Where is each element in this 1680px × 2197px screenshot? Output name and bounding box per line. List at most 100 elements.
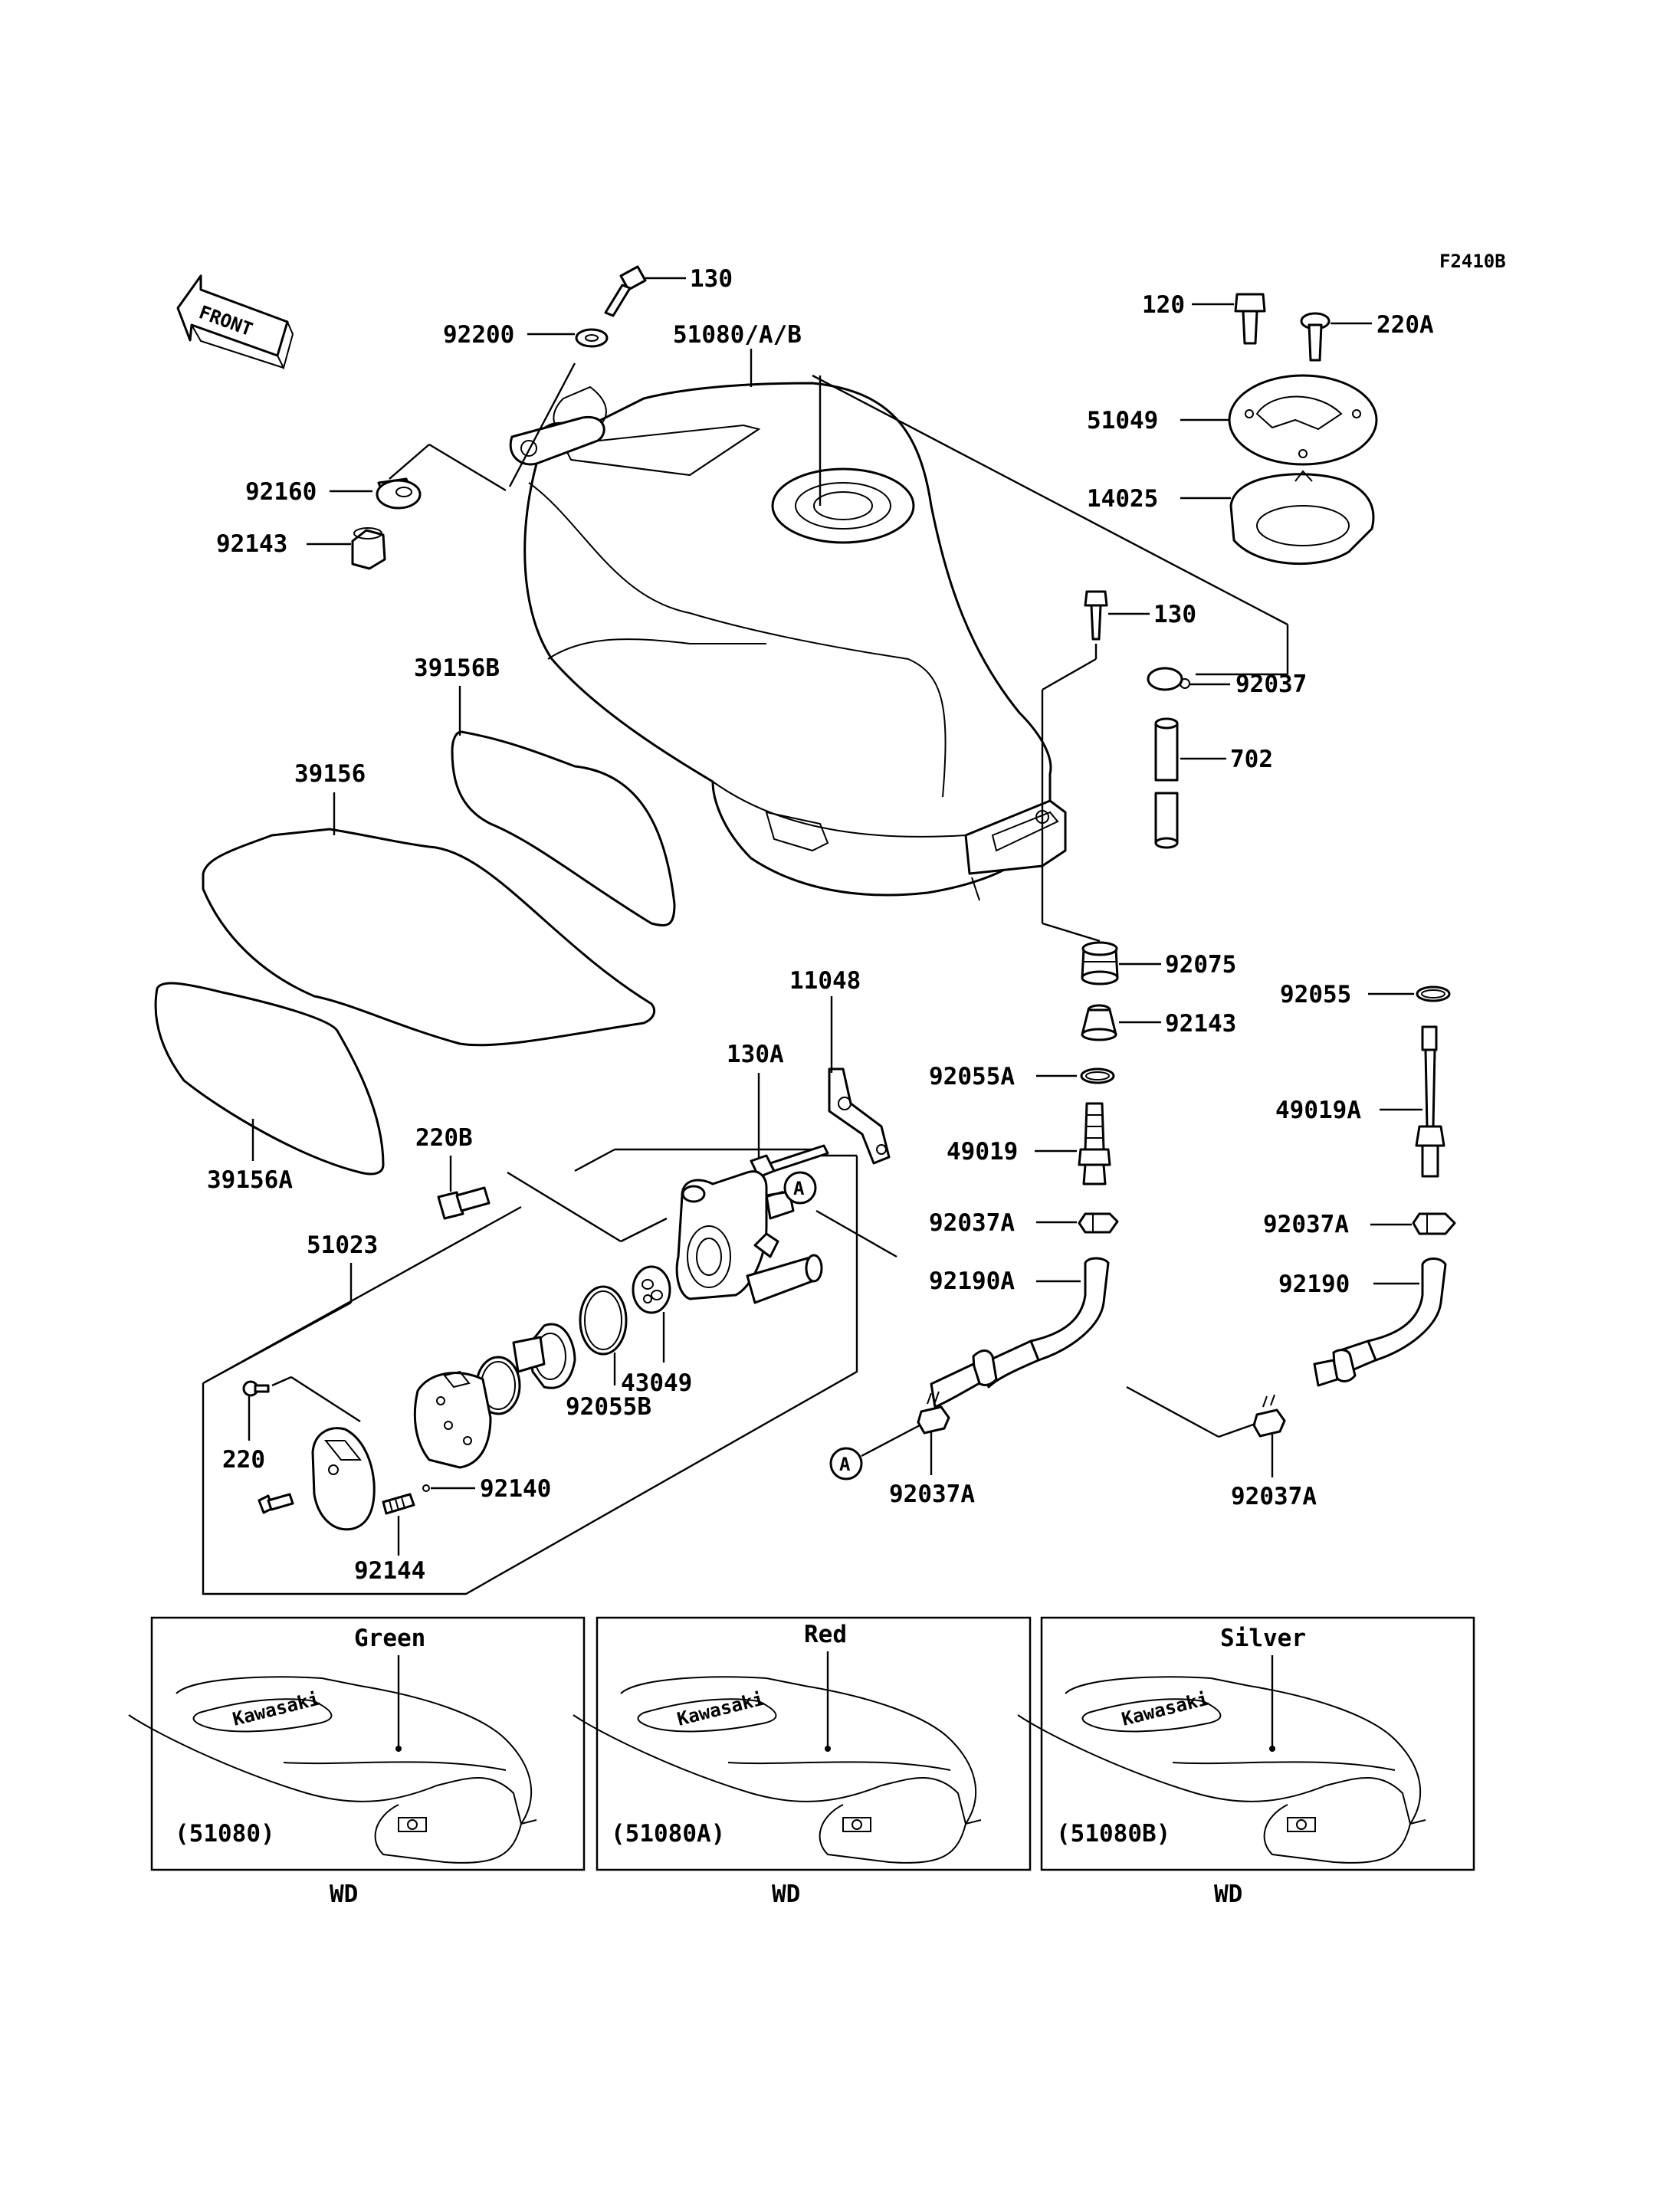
oring-92055B xyxy=(579,1285,628,1356)
label-43049: 43049 xyxy=(621,1369,692,1397)
label-92037: 92037 xyxy=(1235,671,1307,698)
tank-bracket xyxy=(509,415,605,466)
collar-92143-right xyxy=(1081,1004,1117,1041)
label-220B: 220B xyxy=(415,1124,473,1152)
label-92144: 92144 xyxy=(354,1557,425,1585)
grommet-92160 xyxy=(376,477,422,510)
screw-220B xyxy=(437,1186,491,1220)
label-130-top: 130 xyxy=(690,265,733,293)
assembly-frame-lower xyxy=(202,1192,858,1595)
label-92200: 92200 xyxy=(443,321,514,349)
label-92143-right: 92143 xyxy=(1165,1010,1236,1038)
label-92075: 92075 xyxy=(1165,951,1236,979)
label-702: 702 xyxy=(1230,746,1273,773)
label-220A: 220A xyxy=(1376,311,1434,339)
label-92140: 92140 xyxy=(480,1475,551,1503)
hose-92190 xyxy=(1313,1258,1447,1387)
label-11048: 11048 xyxy=(789,967,861,995)
fuel-cock-body xyxy=(675,1170,823,1304)
knob xyxy=(311,1427,376,1531)
oring-92037 xyxy=(1147,667,1190,691)
variant-1-suffix: WD xyxy=(330,1881,358,1908)
label-51023: 51023 xyxy=(307,1231,378,1259)
label-130A: 130A xyxy=(727,1041,784,1068)
label-92055A: 92055A xyxy=(929,1063,1015,1090)
label-92037A-2: 92037A xyxy=(1263,1211,1349,1238)
front-arrow-icon: FRONT xyxy=(176,274,294,370)
label-39156B: 39156B xyxy=(414,654,500,682)
variant-2-color: Red xyxy=(804,1621,847,1648)
label-220: 220 xyxy=(222,1446,265,1474)
label-49019A: 49019A xyxy=(1275,1097,1361,1124)
fuel-tank xyxy=(523,382,1067,901)
label-120: 120 xyxy=(1142,291,1185,319)
screw-lower xyxy=(258,1493,294,1514)
pipe-49019 xyxy=(1078,1102,1111,1185)
marker-A-upper-text: A xyxy=(793,1178,805,1199)
label-39156A: 39156A xyxy=(207,1166,293,1194)
variant-2-suffix: WD xyxy=(772,1881,800,1908)
spring-92144 xyxy=(382,1493,415,1515)
marker-A-lower-text: A xyxy=(839,1454,851,1475)
hose-92190A xyxy=(930,1257,1110,1408)
washer-92200 xyxy=(575,328,609,348)
marker-A-lower: A xyxy=(829,1447,863,1481)
variant-2-logo: Kawasaki xyxy=(675,1688,766,1730)
variant-1-color: Green xyxy=(354,1625,425,1652)
variant-3-code: (51080B) xyxy=(1056,1820,1170,1848)
variant-3-logo: Kawasaki xyxy=(1120,1688,1211,1730)
screw-220A xyxy=(1300,312,1331,362)
filter-assembly xyxy=(512,1323,576,1389)
label-49019: 49019 xyxy=(947,1138,1018,1166)
bracket-11048 xyxy=(828,1067,891,1165)
variant-box-1: Green Kawasaki (51080) xyxy=(128,1616,586,1871)
pad-39156A xyxy=(154,982,385,1176)
clamp-92037A-1 xyxy=(1078,1212,1119,1234)
pipe-49019A xyxy=(1415,1025,1445,1178)
clamp-92037A-4 xyxy=(1252,1394,1286,1438)
spring-92140 xyxy=(422,1484,430,1492)
variant-1-logo: Kawasaki xyxy=(231,1688,322,1730)
damper-92075 xyxy=(1081,941,1119,985)
label-39156: 39156 xyxy=(294,760,366,788)
label-92037A-4: 92037A xyxy=(1231,1483,1317,1510)
collar-92143-left xyxy=(351,527,386,570)
clamp-92037A-2 xyxy=(1412,1212,1456,1235)
variant-box-3: Silver Kawasaki (51080B) xyxy=(1017,1616,1475,1871)
cap-plate-51049 xyxy=(1228,374,1378,466)
label-92055B: 92055B xyxy=(566,1393,651,1421)
screw-120 xyxy=(1234,293,1266,345)
label-51049: 51049 xyxy=(1087,407,1158,434)
variant-box-2: Red Kawasaki (51080A) xyxy=(573,1616,1032,1871)
marker-A-upper: A xyxy=(783,1171,817,1205)
label-92190: 92190 xyxy=(1278,1271,1350,1298)
bolt-130-top xyxy=(604,265,647,317)
label-92055: 92055 xyxy=(1280,981,1351,1008)
lever-plate xyxy=(413,1370,492,1469)
pad-39156 xyxy=(202,828,656,1047)
bolt-130-mid xyxy=(1084,590,1108,641)
label-14025: 14025 xyxy=(1087,485,1158,513)
variant-1-code: (51080) xyxy=(175,1820,275,1848)
screw-220 xyxy=(242,1380,270,1397)
label-92037A-1: 92037A xyxy=(929,1209,1015,1237)
oring-92055A xyxy=(1080,1067,1115,1084)
filler-ring-14025 xyxy=(1229,470,1375,566)
oring-92055 xyxy=(1416,985,1451,1002)
hose-702 xyxy=(1154,717,1179,849)
variant-3-color: Silver xyxy=(1220,1625,1306,1652)
clamp-92037A-3 xyxy=(917,1391,950,1435)
label-130-mid: 130 xyxy=(1153,601,1196,628)
label-51080AB: 51080/A/B xyxy=(673,321,802,349)
figure-code: F2410B xyxy=(1439,251,1506,272)
variant-3-suffix: WD xyxy=(1214,1881,1242,1908)
label-92160: 92160 xyxy=(245,478,317,506)
variant-2-code: (51080A) xyxy=(611,1820,725,1848)
label-92037A-3: 92037A xyxy=(889,1481,975,1508)
gasket-43049 xyxy=(632,1265,671,1314)
label-92190A: 92190A xyxy=(929,1267,1015,1295)
label-92143-left: 92143 xyxy=(216,530,287,558)
pad-39156B xyxy=(451,730,676,926)
